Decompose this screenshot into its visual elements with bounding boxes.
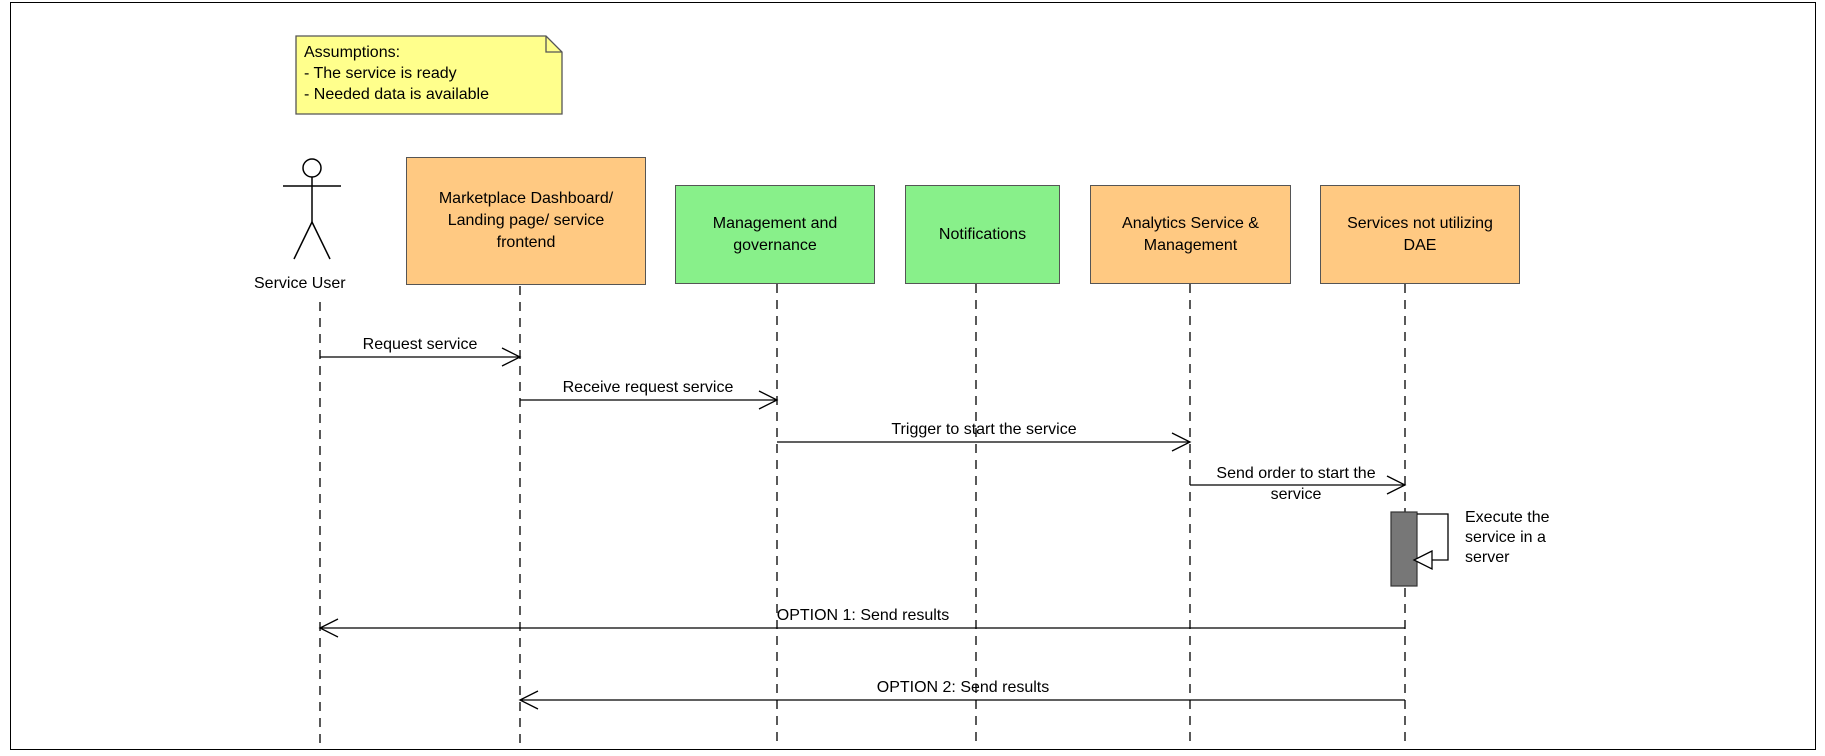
- arrowhead-option1: [318, 618, 339, 638]
- note-line-2: - Needed data is available: [304, 86, 490, 103]
- lifeline-label-services: Services not utilizing DAE: [1347, 214, 1493, 254]
- actor-label: Service User: [254, 275, 346, 292]
- lifeline-box-services[interactable]: Services not utilizing DAE: [1320, 185, 1520, 284]
- note-line-1: - The service is ready: [304, 65, 457, 82]
- self-message-arrowhead: [1412, 549, 1433, 571]
- arrowhead-request: [501, 347, 522, 367]
- lifeline-box-management[interactable]: Management and governance: [675, 185, 875, 284]
- lifeline-label-notifications: Notifications: [938, 225, 1027, 243]
- lifeline-label-analytics: Analytics Service & Management: [1122, 214, 1259, 254]
- activation-bar: [1390, 511, 1418, 587]
- message-label-send-order: Send order to start the service: [1216, 465, 1376, 503]
- note-fold: [545, 36, 562, 53]
- arrowhead-send-order: [1386, 475, 1407, 495]
- actor-icon: [283, 158, 341, 260]
- lifeline-box-marketplace[interactable]: Marketplace Dashboard/ Landing page/ ser…: [406, 157, 646, 285]
- message-label-option2: OPTION 2: Send results: [876, 679, 1050, 696]
- self-message-line: [1417, 513, 1449, 561]
- lifeline-box-analytics[interactable]: Analytics Service & Management: [1090, 185, 1291, 284]
- message-label-receive: Receive request service: [562, 379, 734, 396]
- lifeline-box-notifications[interactable]: Notifications: [905, 185, 1060, 284]
- lifeline-label-marketplace: Marketplace Dashboard/ Landing page/ ser…: [438, 190, 614, 251]
- message-label-execute: Execute the service in a server: [1465, 509, 1550, 566]
- arrowhead-receive: [758, 390, 779, 410]
- diagram-frame: [10, 2, 1816, 750]
- note-shape: [295, 35, 563, 115]
- note-line-title: Assumptions:: [304, 44, 401, 61]
- message-label-request: Request service: [362, 336, 478, 353]
- arrowhead-trigger: [1171, 432, 1192, 452]
- message-label-trigger: Trigger to start the service: [891, 421, 1077, 438]
- lifeline-label-management: Management and governance: [712, 214, 838, 254]
- arrowhead-option2: [518, 690, 539, 710]
- message-label-option1: OPTION 1: Send results: [776, 607, 950, 624]
- assumptions-note: Assumptions: - The service is ready - Ne…: [304, 42, 489, 105]
